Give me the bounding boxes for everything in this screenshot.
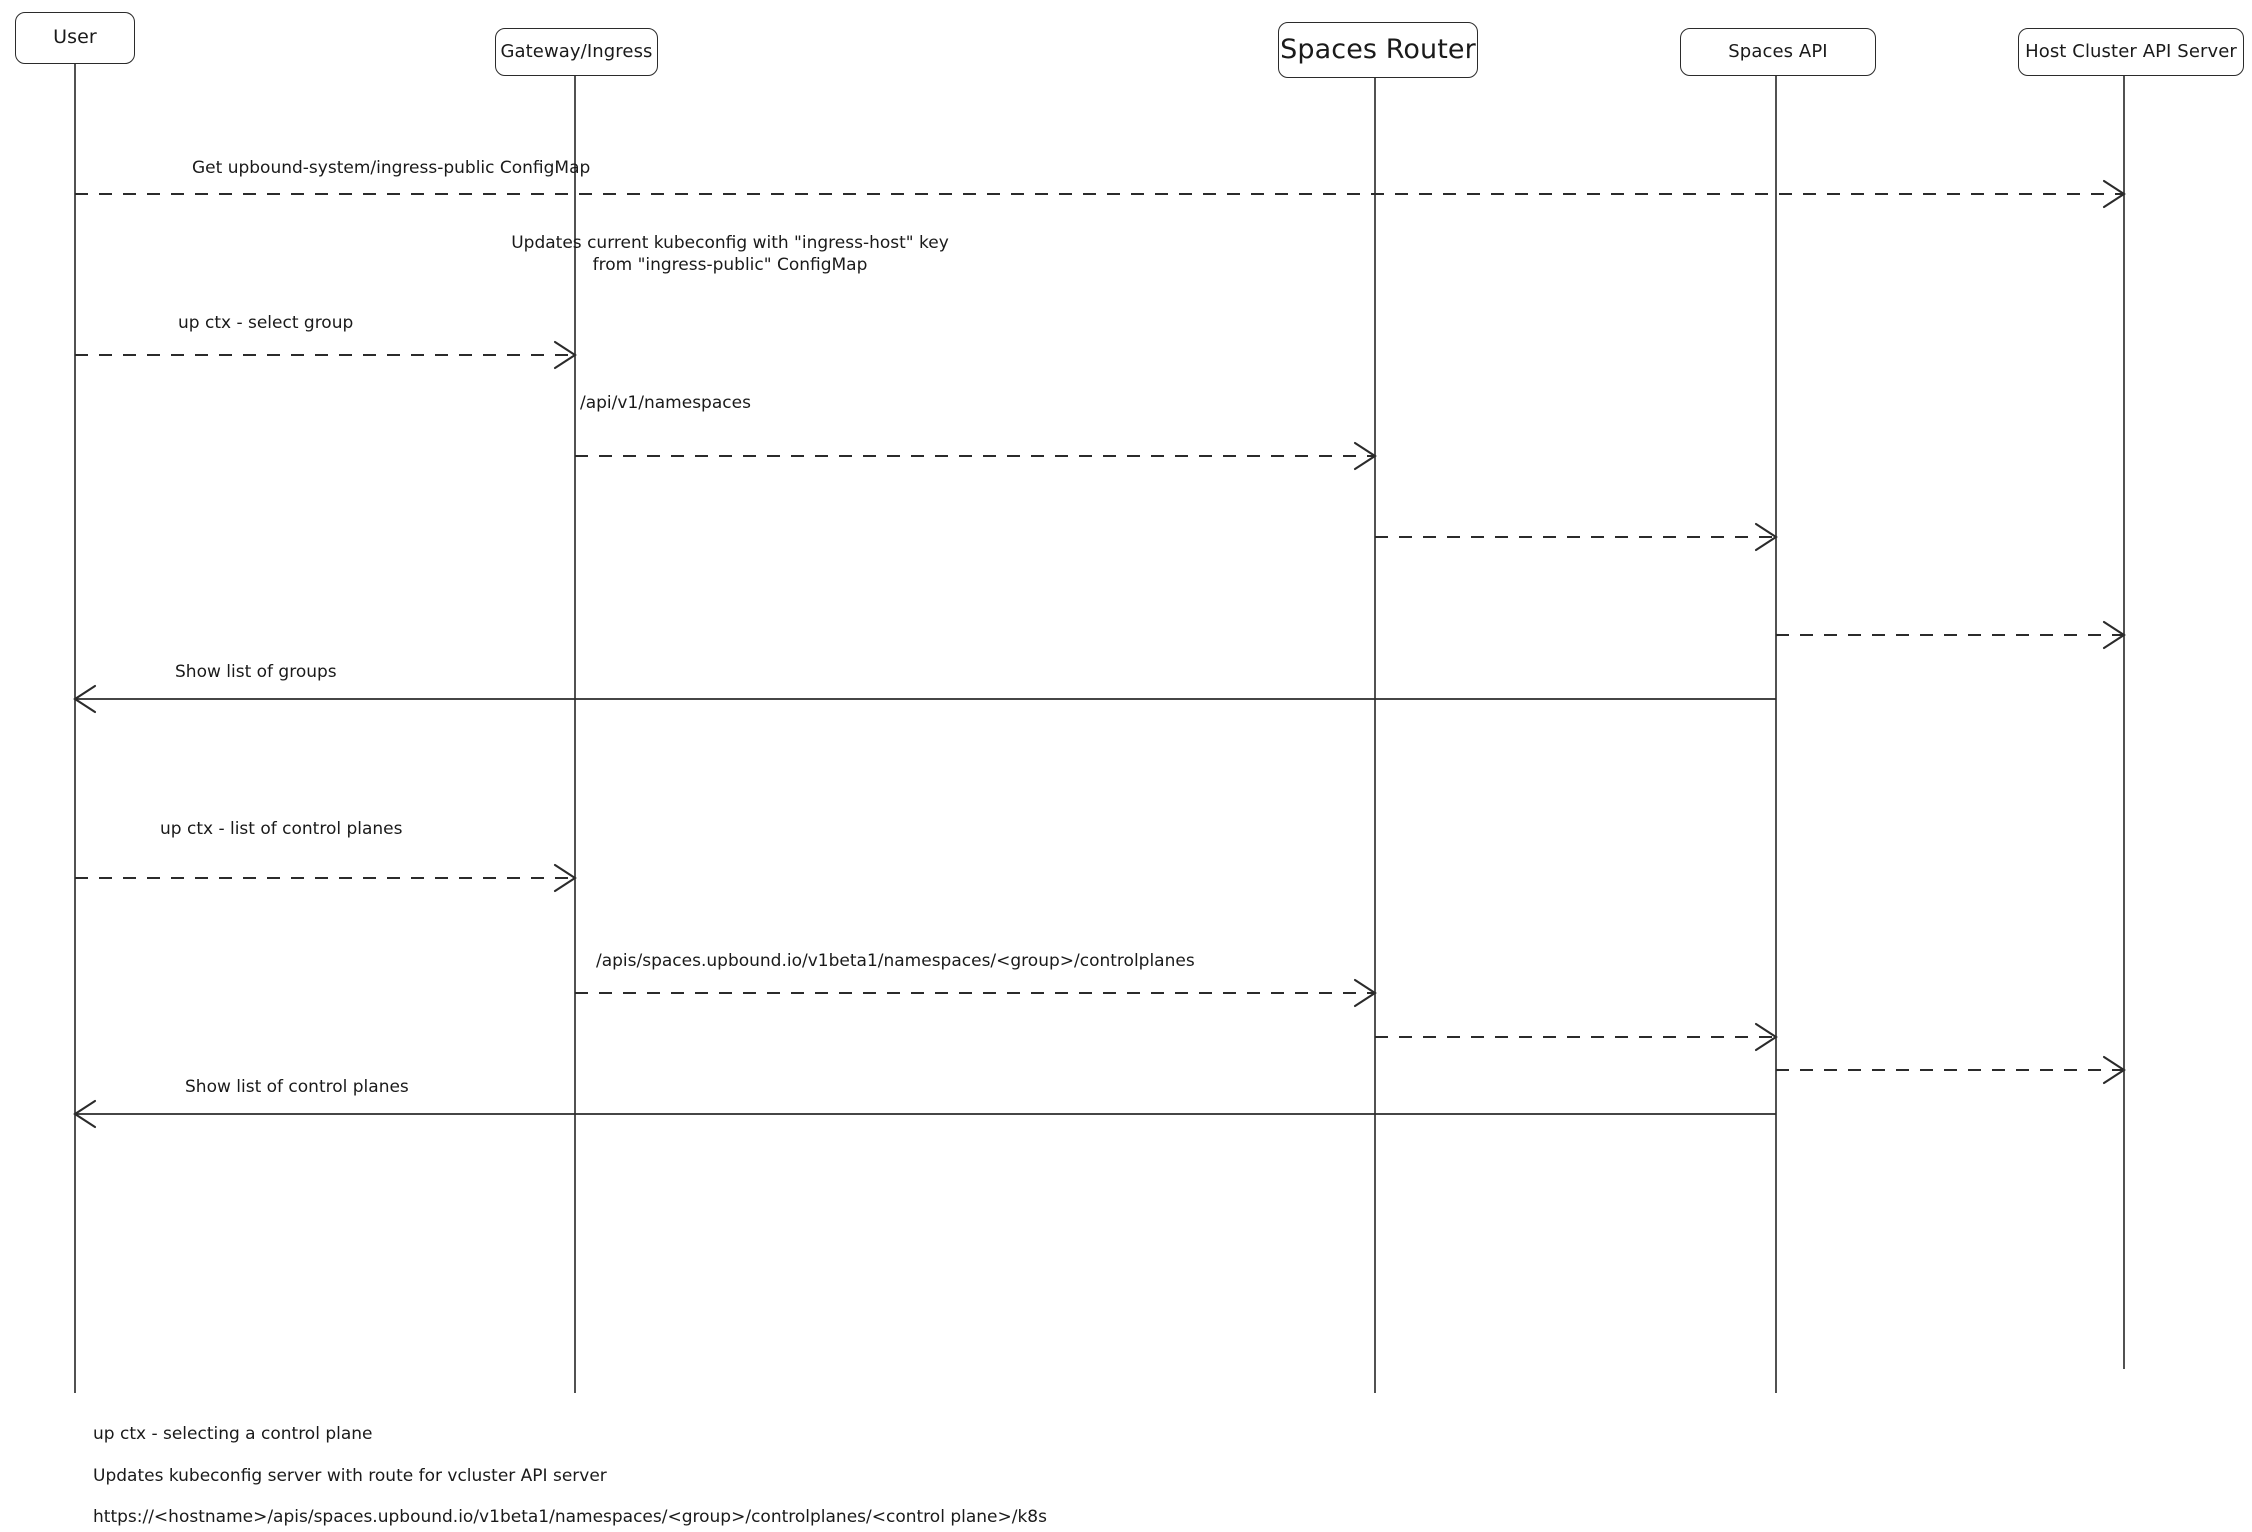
message-label-msg-controlplanes-url: /apis/spaces.upbound.io/v1beta1/namespac… (596, 951, 1195, 971)
message-msg-controlplanes-url (575, 978, 1377, 1008)
arrowhead-msg-show-list-groups (73, 684, 97, 714)
message-msg-api-to-host-2 (1776, 1055, 2126, 1085)
arrowhead-msg-show-list-control-planes (73, 1099, 97, 1129)
message-msg-up-ctx-list-control-planes (75, 863, 577, 893)
participant-spaces-router[interactable]: Spaces Router (1278, 22, 1478, 78)
participant-label-spaces-router: Spaces Router (1280, 34, 1476, 66)
arrowhead-msg-api-to-host (2102, 620, 2126, 650)
message-label-msg-show-list-groups: Show list of groups (175, 662, 337, 682)
arrowhead-msg-controlplanes-url (1353, 978, 1377, 1008)
arrowhead-msg-router-to-api (1754, 522, 1778, 552)
message-msg-router-to-api (1375, 522, 1778, 552)
participant-label-spaces-api: Spaces API (1728, 40, 1828, 62)
arrowhead-msg-api-v1-namespaces (1353, 441, 1377, 471)
message-msg-up-ctx-select-group (75, 340, 577, 370)
participant-label-user: User (53, 26, 97, 49)
note-note-3: https://<hostname>/apis/spaces.upbound.i… (93, 1507, 1047, 1527)
note-note-1: up ctx - selecting a control plane (93, 1424, 373, 1444)
participant-label-host-cluster: Host Cluster API Server (2025, 40, 2237, 62)
participant-spaces-api[interactable]: Spaces API (1680, 28, 1876, 76)
note-note-2: Updates kubeconfig server with route for… (93, 1466, 607, 1486)
arrowhead-msg-get-configmap (2102, 179, 2126, 209)
participant-host-cluster[interactable]: Host Cluster API Server (2018, 28, 2244, 76)
message-label-msg-show-list-control-planes: Show list of control planes (185, 1077, 409, 1097)
arrowhead-msg-up-ctx-select-group (553, 340, 577, 370)
message-msg-api-to-host (1776, 620, 2126, 650)
participant-label-gateway: Gateway/Ingress (500, 40, 653, 62)
message-label-msg-api-v1-namespaces: /api/v1/namespaces (580, 393, 751, 413)
message-msg-router-to-api-2 (1375, 1022, 1778, 1052)
participant-user[interactable]: User (15, 12, 135, 64)
lifelines-group (74, 64, 2125, 1393)
participant-gateway[interactable]: Gateway/Ingress (495, 28, 658, 76)
arrowhead-msg-api-to-host-2 (2102, 1055, 2126, 1085)
message-label-msg-updates-kubeconfig: Updates current kubeconfig with "ingress… (511, 233, 949, 276)
message-msg-show-list-control-planes (73, 1099, 1776, 1129)
message-msg-get-configmap (75, 179, 2126, 209)
message-msg-show-list-groups (73, 684, 1776, 714)
arrowhead-msg-up-ctx-list-control-planes (553, 863, 577, 893)
message-label-msg-get-configmap: Get upbound-system/ingress-public Config… (192, 158, 591, 178)
message-msg-api-v1-namespaces (575, 441, 1377, 471)
message-label-msg-up-ctx-list-control-planes: up ctx - list of control planes (160, 819, 403, 839)
messages-group (73, 179, 2126, 1129)
arrowhead-msg-router-to-api-2 (1754, 1022, 1778, 1052)
message-label-msg-up-ctx-select-group: up ctx - select group (178, 313, 354, 333)
